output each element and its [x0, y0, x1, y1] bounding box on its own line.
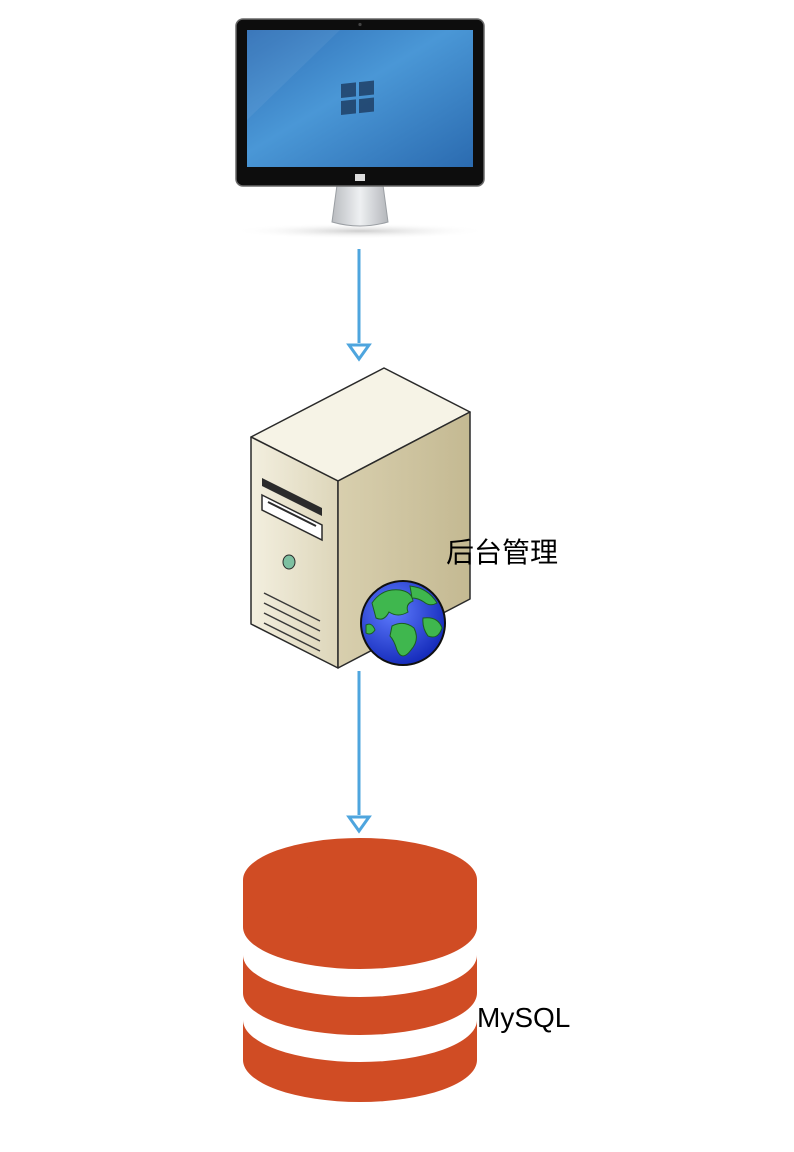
monitor-windows-icon	[232, 18, 488, 239]
arrow-backend-to-database	[346, 671, 372, 834]
globe-icon	[360, 580, 446, 666]
windows-logo-icon	[341, 80, 374, 115]
database-label: MySQL	[477, 1002, 571, 1033]
database-cylinder-icon	[243, 838, 477, 1102]
arrow-client-to-backend	[346, 249, 372, 362]
backend-label: 后台管理	[446, 536, 559, 569]
server-globe-icon	[250, 367, 471, 669]
